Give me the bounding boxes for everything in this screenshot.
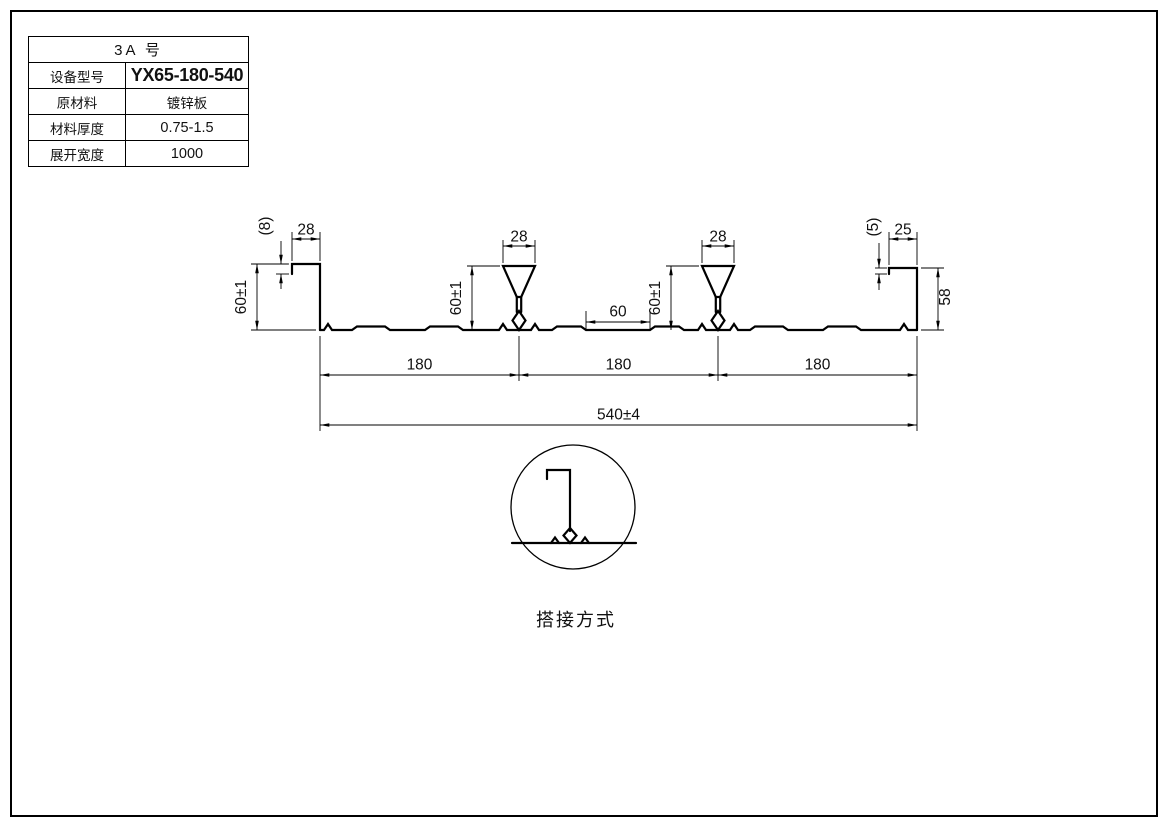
dim-left-top-width: 28 <box>297 222 314 239</box>
dim-overall-width: 540±4 <box>597 407 640 424</box>
dim-pitch-3: 180 <box>805 357 831 374</box>
detail-edge-leg <box>545 468 572 533</box>
model-value: YX65-180-540 <box>125 62 249 89</box>
dovetail-rib-1 <box>501 264 537 332</box>
detail-rib-diamond <box>562 526 578 545</box>
dim-left-lip: (8) <box>257 217 274 236</box>
dim-rib1-top-width: 28 <box>510 229 527 246</box>
dim-rib2-top-width: 28 <box>709 229 726 246</box>
dim-pitch-1: 180 <box>407 357 433 374</box>
deck-profile <box>290 262 919 332</box>
title-block-row-material: 原材料 镀锌板 <box>28 88 249 115</box>
detail-base-notches <box>549 535 591 545</box>
dim-right-height: 58 <box>937 288 954 305</box>
title-block: 3A 号 设备型号 YX65-180-540 原材料 镀锌板 材料厚度 0.75… <box>28 36 249 167</box>
title-block-row-width: 展开宽度 1000 <box>28 140 249 167</box>
dim-rib1-height: 60±1 <box>448 281 465 315</box>
right-edge-leg <box>887 266 919 332</box>
lap-joint-detail: 搭接方式 <box>510 444 638 630</box>
bottom-flange <box>318 322 919 332</box>
unfold-width-value: 1000 <box>125 140 249 167</box>
detail-circle <box>510 444 636 570</box>
dim-right-top-width: 25 <box>894 222 911 239</box>
dim-left-height: 60±1 <box>233 280 250 314</box>
material-value: 镀锌板 <box>125 88 249 115</box>
dovetail-rib-2 <box>700 264 736 332</box>
dimensions: 28 (8) 60±1 28 60±1 60 <box>233 217 954 431</box>
dim-right-lip: (5) <box>865 218 882 237</box>
dim-pitch-2: 180 <box>606 357 632 374</box>
thickness-label: 材料厚度 <box>28 114 126 141</box>
lap-joint-caption: 搭接方式 <box>536 610 616 630</box>
left-edge-leg <box>290 262 322 332</box>
dim-rib2-height: 60±1 <box>647 281 664 315</box>
dim-mid-flat: 60 <box>609 304 627 321</box>
drawing-border <box>10 10 1158 817</box>
